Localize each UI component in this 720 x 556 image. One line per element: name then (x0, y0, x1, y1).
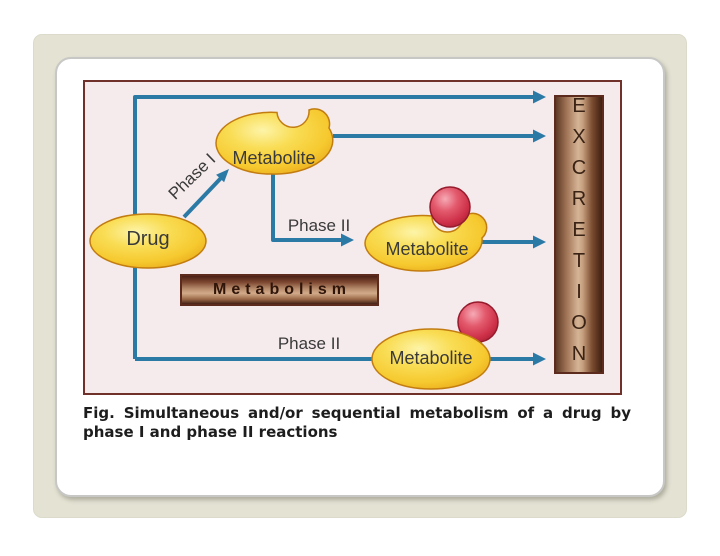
metabolite3-ellipse (371, 328, 491, 390)
drug-label: Drug (126, 228, 170, 250)
metabolism-box: Metabolism (180, 274, 379, 306)
metabolite3-label: Metabolite (389, 348, 473, 368)
flow-diagram-canvas (89, 90, 546, 390)
figure-caption: Fig. Simultaneous and/or sequential meta… (83, 404, 631, 442)
metabolism-flow-diagram: Drug Phase I Metabolite Phase II Metabol… (83, 80, 622, 395)
arrowhead-top (533, 90, 546, 104)
arrowhead-metabolite2 (533, 235, 546, 249)
arrowhead-metabolite3 (533, 352, 546, 366)
phase1-arrow-line (182, 176, 223, 219)
arrowhead-phase1 (216, 169, 229, 183)
phase2-upper-line (271, 174, 341, 242)
drug-top-excretion-line (133, 95, 533, 359)
flow-arrowheads (216, 90, 546, 366)
caption-line-2: phase I and phase II reactions (83, 423, 338, 441)
conjugate-ball-upper (429, 186, 471, 228)
metabolite2-blob (364, 212, 488, 272)
drug-ellipse (89, 213, 207, 269)
metabolite2-label: Metabolite (385, 239, 469, 259)
metabolite1-label: Metabolite (232, 148, 316, 168)
caption-line-1: Fig. Simultaneous and/or sequential meta… (83, 404, 631, 422)
arrowhead-phase2-upper (341, 233, 354, 247)
flow-lines (133, 95, 533, 361)
arrowhead-metabolite1 (533, 129, 546, 143)
metabolism-label: Metabolism (212, 281, 351, 298)
excretion-box: EXCRETION (554, 95, 604, 374)
phase2-upper-label: Phase II (287, 216, 351, 235)
phase2-lower-label: Phase II (277, 334, 341, 353)
metabolite1-blob (215, 108, 334, 175)
excretion-label: EXCRETION (568, 95, 590, 374)
